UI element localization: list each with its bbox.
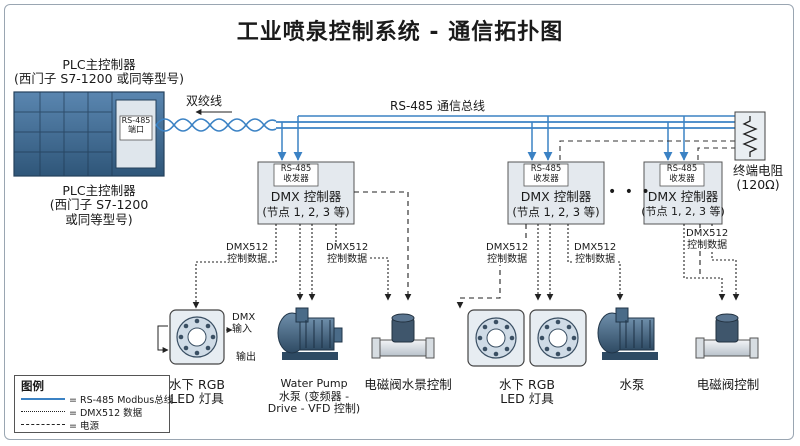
plc-port-label: RS-485 端口 [118,116,154,134]
dmx-controller-1 [257,161,355,225]
plc-bottom-caption: PLC主控制器 (西门子 S7-1200 或同等型号) [14,183,184,227]
led-light-2b [529,309,587,367]
light-1-caption-line1: 水下 RGB [169,377,225,392]
twisted-pair-cable [155,118,277,132]
transceiver-2-line1: RS-485 [530,164,562,174]
plc-top-caption-line2: (西门子 S7-1200 或同等型号) [14,71,184,87]
light-2-caption-line2: LED 灯具 [500,391,554,407]
dmx-data-label-5: DMX512 控制数据 [686,228,729,251]
plc-port-label-line2: 端口 [128,125,144,135]
terminator-resistor [734,111,766,161]
power-lines [559,140,735,160]
led-light-2a [467,309,525,367]
plc-bottom-caption-line2: (西门子 S7-1200 [49,197,149,213]
dmx-controller-3 [643,161,723,225]
pump-1-caption: Water Pump 水泵 (变频器 - Drive - VFD 控制) [264,377,364,416]
solenoid-valve-1 [371,313,435,359]
plc-bottom-caption-line3: 或同等型号) [65,211,133,227]
legend-bus-line [21,398,65,400]
plc-top-caption: PLC主控制器 (西门子 S7-1200 或同等型号) [14,57,184,87]
dmx-data-label-4: DMX512 控制数据 [574,242,617,265]
dmx-data-label-3-line1: DMX512 [486,242,529,253]
controller-1-title: DMX 控制器 [270,189,342,204]
light-1-caption-line2: LED 灯具 [170,391,224,407]
rs485-bus [276,121,735,129]
diagram-frame [4,4,794,440]
water-pump-1 [277,307,343,360]
controller-1-nodes: (节点 1, 2, 3 等) [262,205,350,219]
pump-1-caption-line1: Water Pump [280,377,348,390]
transceiver-3-line1: RS-485 [666,164,698,174]
plc-bottom-caption-line1: PLC主控制器 [62,183,136,198]
plc-top-caption-line1: PLC主控制器 [62,57,136,72]
transceiver-1-line1: RS-485 [280,164,312,174]
controller-2-title: DMX 控制器 [520,189,592,204]
dmx-data-label-4-line1: DMX512 [574,242,617,253]
rs485-bus-label: RS-485 通信总线 [390,99,486,113]
led-light-1 [157,309,233,365]
more-nodes-ellipsis: • • • [608,184,652,200]
legend: 图例 = RS-485 Modbus总线 = DMX512 数据 = 电源 [14,375,174,433]
dmx-input-line1: DMX [232,312,256,323]
dmx-lines-2 [456,224,624,309]
transceiver-label-2: RS-485 收发器 [524,164,568,185]
dmx-input-line2: 输入 [232,323,252,335]
dmx-data-label-4-line2: 控制数据 [575,253,616,265]
pump-2-caption: 水泵 [619,377,645,392]
controller-2-nodes: (节点 1, 2, 3 等) [512,205,600,219]
dmx-data-label-3-line2: 控制数据 [487,253,528,265]
dmx-data-label-1-line1: DMX512 [226,242,269,253]
dmx-output-label: 输出 [236,352,256,363]
page-title: 工业喷泉控制系统 - 通信拓扑图 [236,20,564,45]
valve-1-caption: 电磁阀水景控制 [364,377,452,392]
dmx-input-label: DMX 输入 [232,312,255,335]
plc-controller [13,91,165,177]
controller-3-nodes: (节点 1, 2, 3 等) [641,205,725,218]
terminator-label-line1: 终端电阻 [732,163,783,178]
pump-1-caption-line3: Drive - VFD 控制) [267,402,361,416]
pump-1-caption-line2: 水泵 (变频器 - [278,389,350,403]
dmx-data-label-2-line1: DMX512 [326,242,369,253]
light-1-caption: 水下 RGB LED 灯具 [160,377,234,407]
transceiver-label-1: RS-485 收发器 [274,164,318,185]
terminator-label-line2: (120Ω) [736,177,780,193]
legend-power-line [21,424,65,425]
plc-port-label-line1: RS-485 [121,116,151,125]
dmx-data-label-3: DMX512 控制数据 [486,242,529,265]
legend-bus-text: = RS-485 Modbus总线 [69,395,174,406]
light-2-caption: 水下 RGB LED 灯具 [492,377,562,407]
legend-title: 图例 [21,379,44,393]
dmx-data-label-1: DMX512 控制数据 [226,242,269,265]
legend-dmx-text: = DMX512 数据 [69,408,143,419]
dmx-data-label-5-line1: DMX512 [686,228,729,239]
light-2-caption-line1: 水下 RGB [499,377,555,392]
controller-3-title: DMX 控制器 [647,189,719,204]
terminator-label: 终端电阻 (120Ω) [726,163,790,193]
dmx-data-label-1-line2: 控制数据 [227,253,268,265]
dmx-data-label-2: DMX512 控制数据 [326,242,369,265]
dmx-data-label-5-line2: 控制数据 [687,239,728,251]
twisted-pair-label: 双绞线 [186,94,223,108]
dmx-data-label-2-line2: 控制数据 [327,253,368,265]
transceiver-3-line2: 收发器 [669,173,695,184]
legend-dmx-line [21,411,65,412]
dmx-controller-2 [507,161,605,225]
transceiver-2-line2: 收发器 [533,173,559,184]
valve-2-caption: 电磁阀控制 [696,377,760,392]
transceiver-1-line2: 收发器 [283,173,309,184]
legend-power-text: = 电源 [69,421,99,432]
water-pump-2 [597,307,658,360]
solenoid-valve-2 [695,313,759,359]
transceiver-label-3: RS-485 收发器 [660,164,704,185]
